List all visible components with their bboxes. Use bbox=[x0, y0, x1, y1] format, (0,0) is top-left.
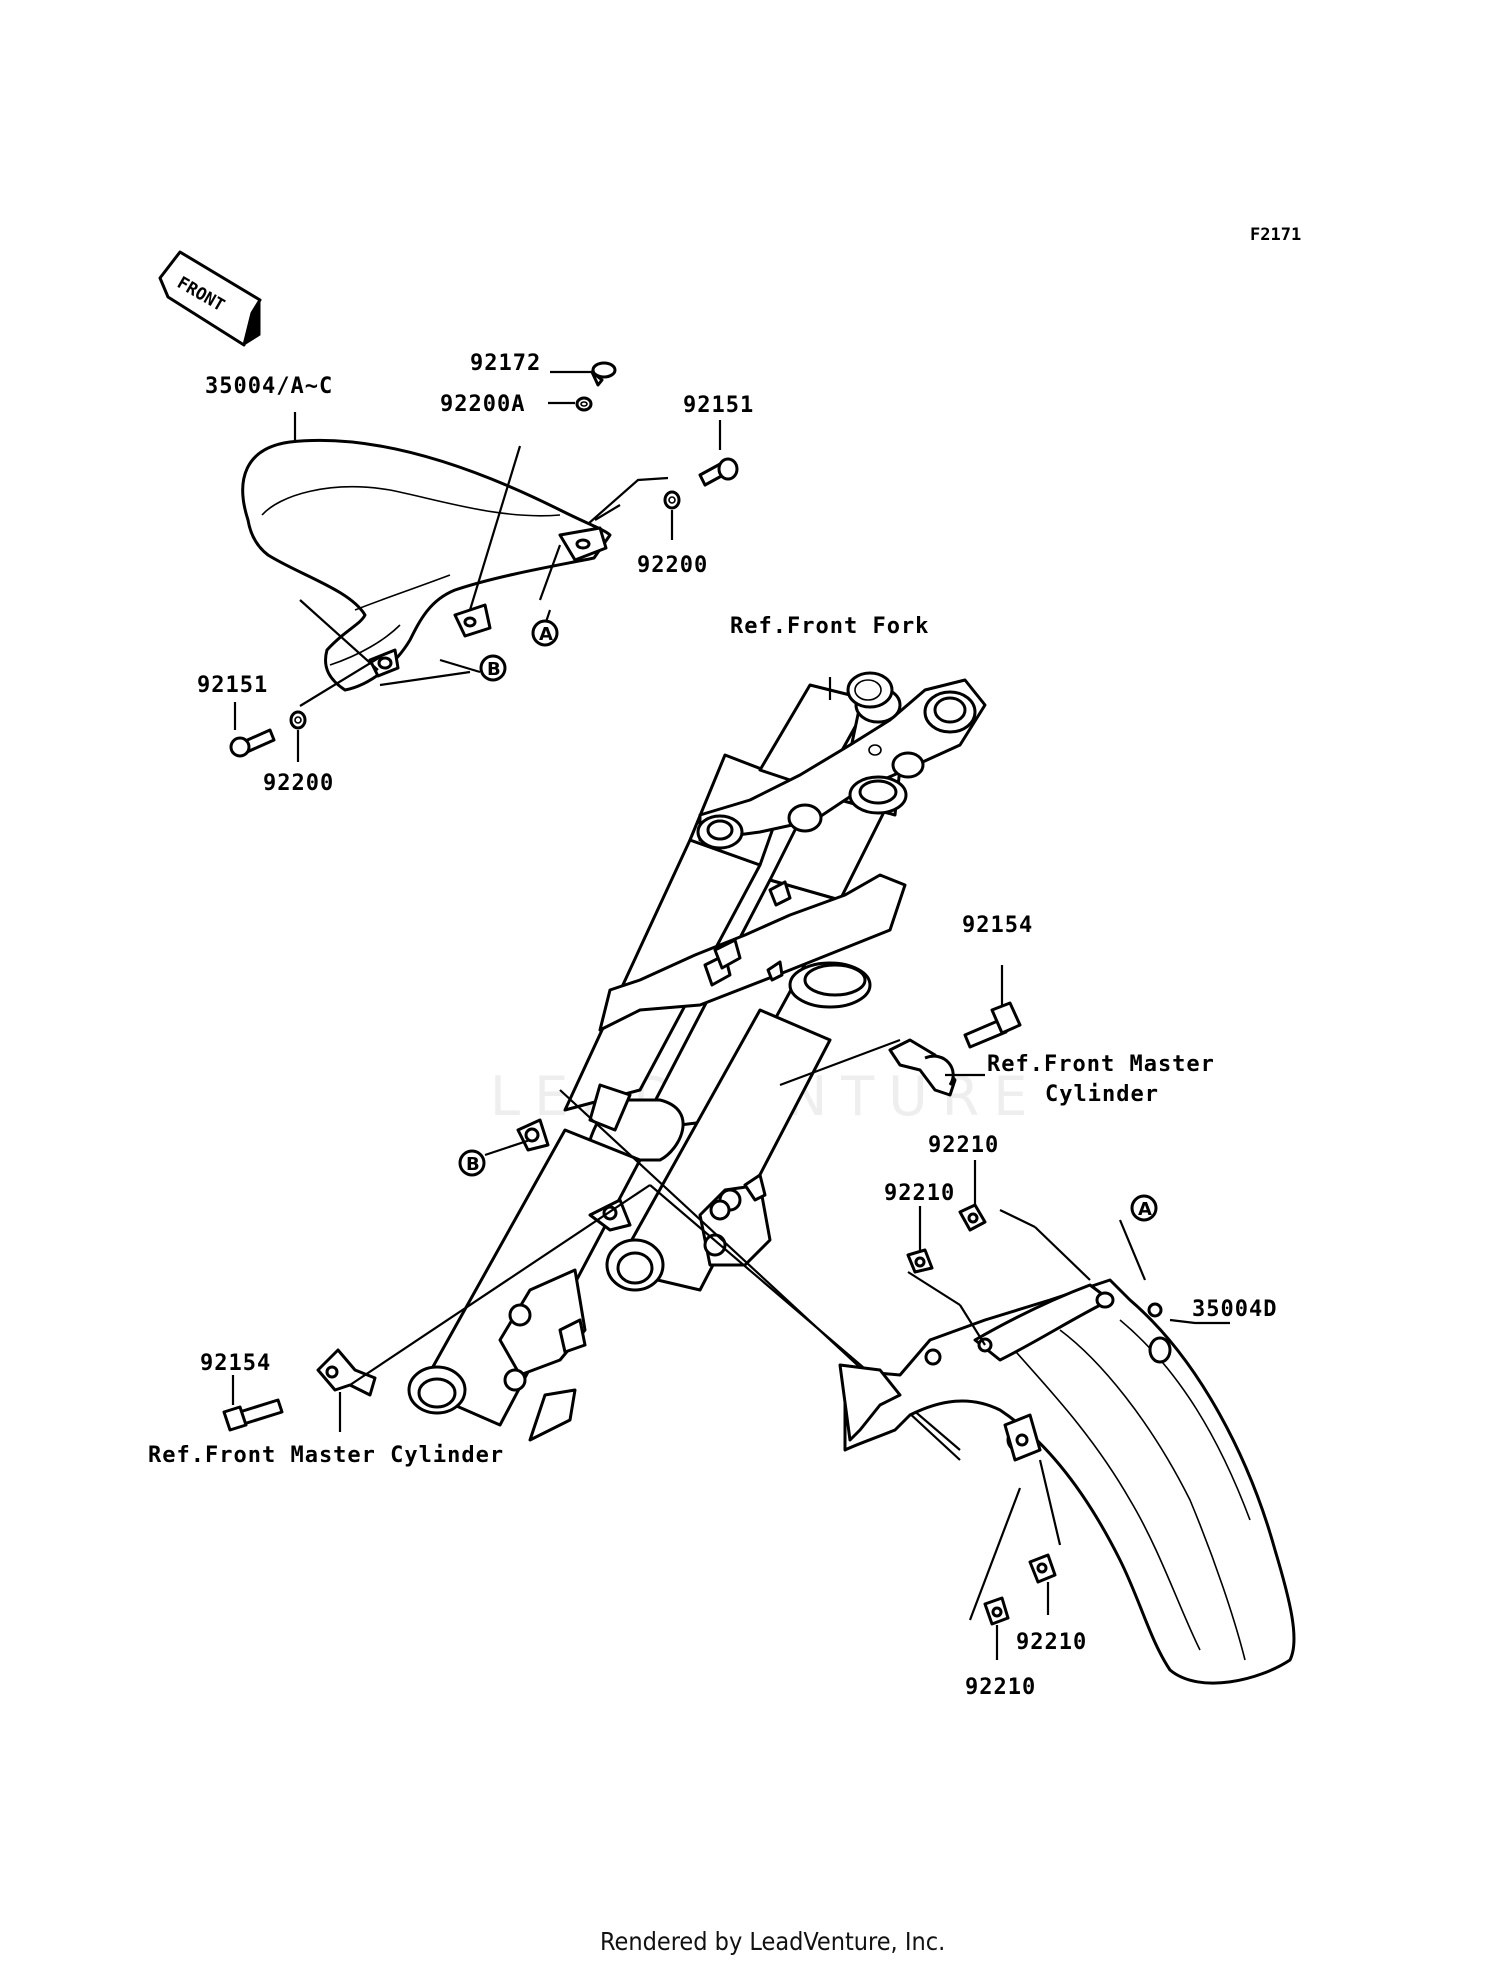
label-92200-left: 92200 bbox=[263, 771, 334, 796]
label-92151-top: 92151 bbox=[683, 393, 754, 418]
front-direction-arrow-icon: FRONT bbox=[158, 250, 262, 347]
label-ref-front-fork: Ref.Front Fork bbox=[730, 614, 929, 639]
screw-92172-icon bbox=[550, 361, 617, 387]
label-35004d: 35004D bbox=[1192, 1297, 1277, 1322]
front-fork-assembly bbox=[563, 671, 987, 1162]
bolt-92154-left-icon bbox=[222, 1375, 284, 1432]
label-ref-front-master-cylinder-right-1: Ref.Front Master bbox=[987, 1052, 1215, 1077]
figure-code: F2171 bbox=[1250, 225, 1301, 245]
clip-92210-d-icon bbox=[983, 1596, 1010, 1660]
label-92200a: 92200A bbox=[440, 392, 525, 417]
label-ref-front-master-cylinder-left: Ref.Front Master Cylinder bbox=[148, 1443, 504, 1468]
svg-text:B: B bbox=[487, 659, 501, 680]
front-fork-right-slider bbox=[588, 1008, 832, 1292]
callout-b-upper: B bbox=[479, 654, 507, 682]
label-92210-a: 92210 bbox=[928, 1133, 999, 1158]
callout-b-lower: B bbox=[458, 1149, 486, 1177]
label-92210-d: 92210 bbox=[965, 1675, 1036, 1700]
label-92210-b: 92210 bbox=[884, 1181, 955, 1206]
label-92151-left: 92151 bbox=[197, 673, 268, 698]
clip-92210-b-icon bbox=[906, 1206, 934, 1274]
callout-a-lower: A bbox=[1130, 1194, 1158, 1222]
label-92154-right: 92154 bbox=[962, 913, 1033, 938]
master-cylinder-clamp-left bbox=[316, 1348, 377, 1432]
front-fork-left-slider bbox=[407, 1128, 642, 1442]
svg-text:B: B bbox=[466, 1154, 480, 1175]
bolt-92154-right-icon bbox=[963, 965, 1022, 1049]
upper-front-fender-35004-a-c bbox=[241, 438, 612, 692]
washer-92200-right-icon bbox=[663, 490, 681, 540]
label-92154-left: 92154 bbox=[200, 1351, 271, 1376]
master-cylinder-clamp-right bbox=[888, 1038, 985, 1097]
lower-front-fender-35004d bbox=[838, 1278, 1296, 1685]
label-92172: 92172 bbox=[470, 351, 541, 376]
footer-credit: Rendered by LeadVenture, Inc. bbox=[600, 1927, 945, 1956]
bolt-92151-left-icon bbox=[229, 702, 276, 758]
svg-text:A: A bbox=[1138, 1199, 1152, 1220]
clip-92210-c-icon bbox=[1028, 1553, 1057, 1615]
label-35004-a-c: 35004/A~C bbox=[205, 374, 333, 399]
label-92200-right: 92200 bbox=[637, 553, 708, 578]
label-92210-c: 92210 bbox=[1016, 1630, 1087, 1655]
svg-text:A: A bbox=[539, 624, 553, 645]
clip-92210-a-icon bbox=[958, 1160, 987, 1232]
washer-92200-left-icon bbox=[289, 710, 307, 762]
callout-a-upper: A bbox=[531, 619, 559, 647]
bolt-92151-top-icon bbox=[698, 420, 739, 487]
washer-92200a-icon bbox=[548, 396, 593, 412]
label-ref-front-master-cylinder-right-2: Cylinder bbox=[1045, 1082, 1159, 1107]
